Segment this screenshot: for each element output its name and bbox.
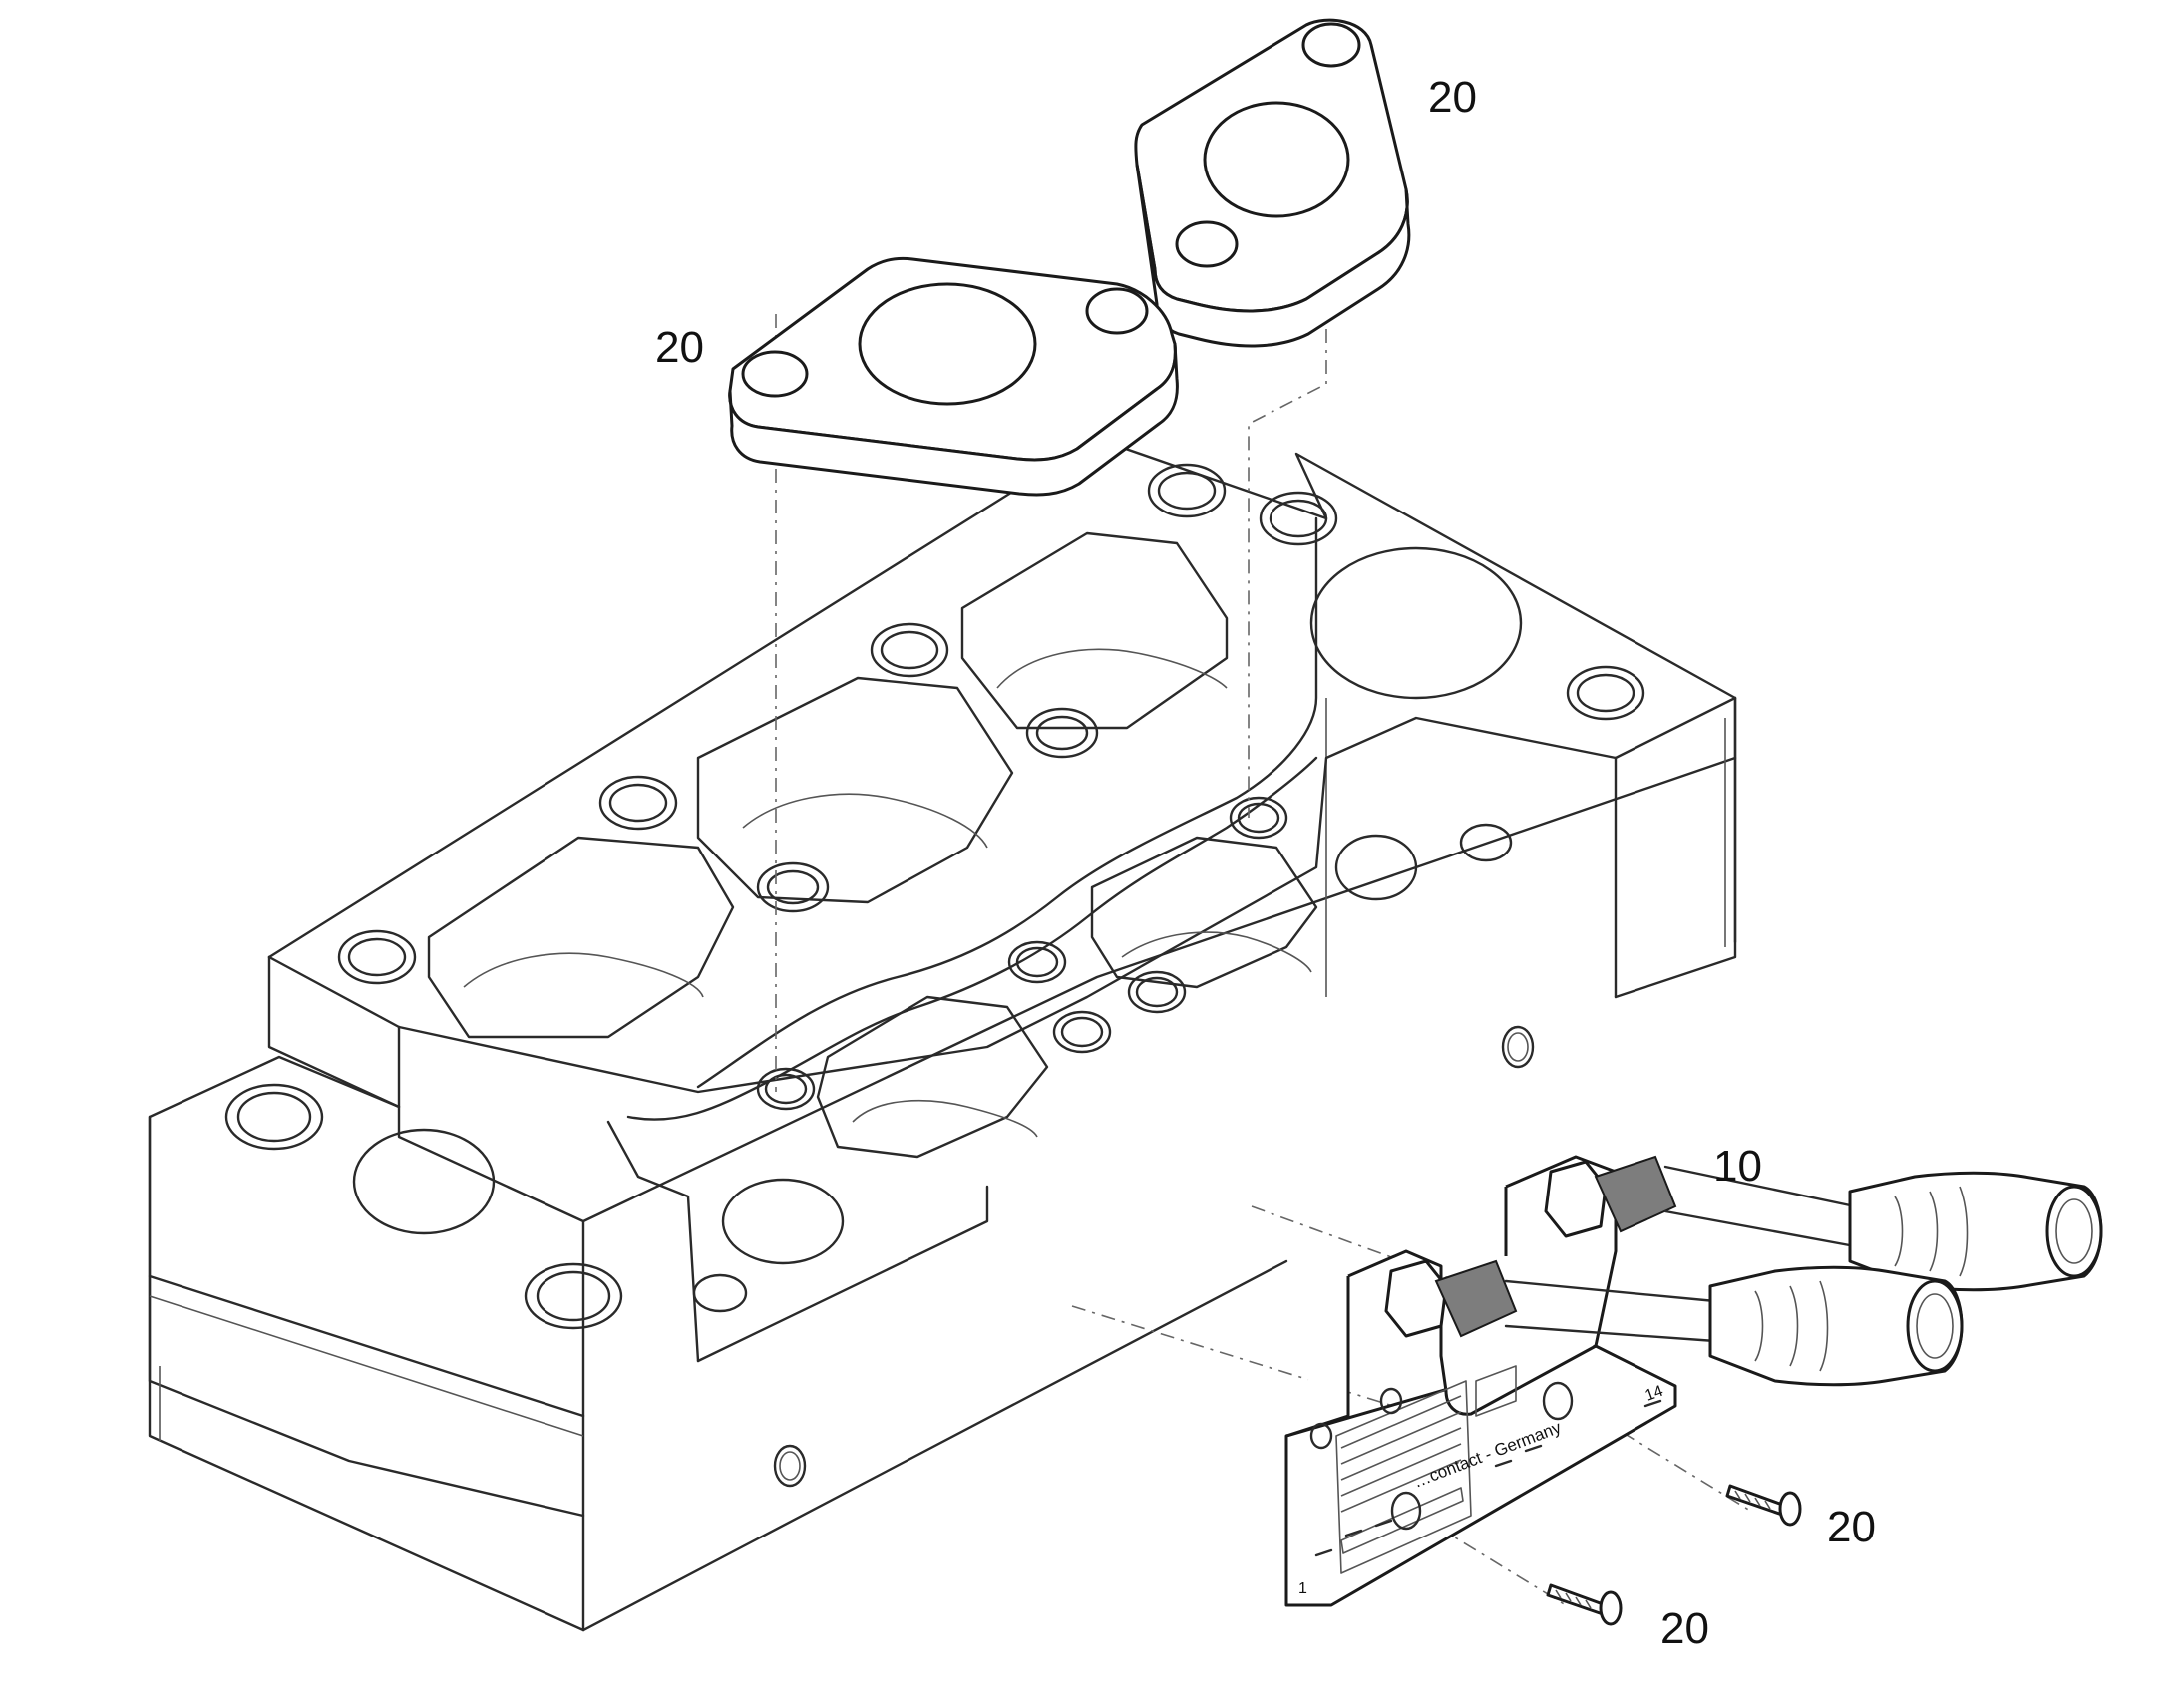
gasket-upper: [1134, 18, 1411, 348]
manifold-block: [148, 437, 1737, 1632]
sensor-plate-assembly: 1 14 …contact - Germany: [1284, 1155, 2103, 1607]
callout-sensor-plate: 10: [1713, 1142, 1762, 1191]
plate-mark-1: 1: [1298, 1580, 1307, 1597]
screw-lower: [1546, 1583, 1623, 1626]
callout-gasket-lower: 20: [655, 323, 704, 372]
callout-gasket-upper: 20: [1428, 73, 1477, 122]
plate-mark-14: 14: [1643, 1383, 1666, 1405]
callout-screw-lower: 20: [1660, 1604, 1709, 1653]
screw-upper: [1725, 1484, 1802, 1527]
callout-screw-upper: 20: [1827, 1503, 1876, 1551]
gasket-lower: [728, 256, 1179, 497]
